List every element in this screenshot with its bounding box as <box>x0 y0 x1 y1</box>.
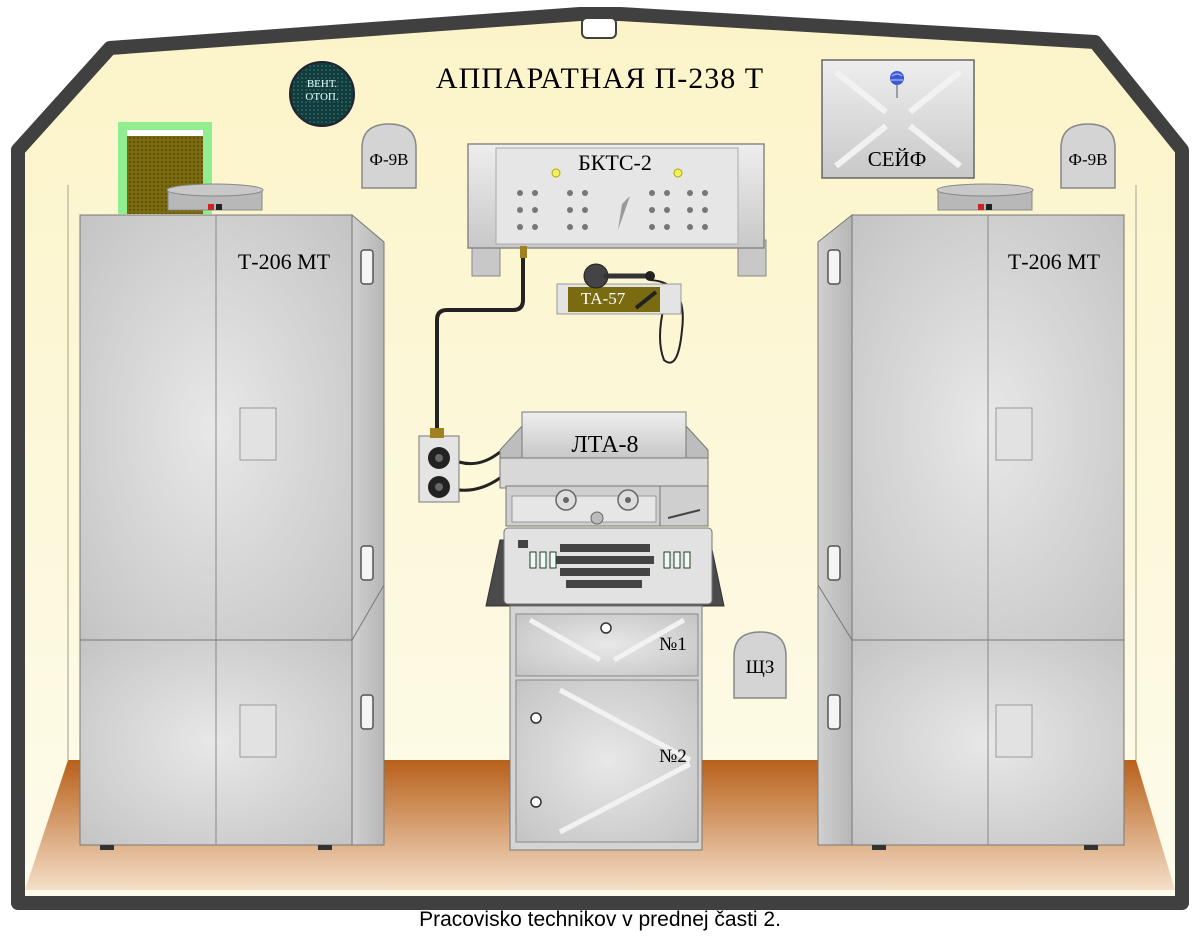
f9v-label-left: Ф-9В <box>369 150 409 169</box>
safe[interactable] <box>821 59 975 179</box>
drawer2-label: №2 <box>659 746 687 767</box>
vent-heating-label: ВЕНТ. ОТОП. <box>288 78 356 104</box>
vent-heating-indicator[interactable] <box>289 61 355 127</box>
image-caption: Pracovisko technikov v prednej časti 2. <box>419 908 781 931</box>
drawer1-label: №1 <box>659 634 687 655</box>
safe-label: СЕЙФ <box>867 147 927 171</box>
f9v-device-right[interactable] <box>1060 123 1116 189</box>
t206-cabinet-left[interactable] <box>79 183 385 850</box>
vent-label-line2: ОТОП. <box>305 91 339 103</box>
bkts2-unit[interactable] <box>467 143 767 277</box>
lta8-teleprinter[interactable] <box>485 411 725 607</box>
shz-panel[interactable] <box>733 631 787 699</box>
f9v-device-left[interactable] <box>361 123 417 189</box>
ta57-telephone[interactable] <box>556 263 682 315</box>
power-socket[interactable] <box>418 428 460 503</box>
bkts2-label: БКТС-2 <box>578 150 652 175</box>
drawer-stand[interactable] <box>509 605 703 851</box>
globe-icon <box>890 71 904 98</box>
t206-label-left: Т-206 МТ <box>237 249 331 274</box>
shz-label: ЩЗ <box>745 657 775 678</box>
vent-label-line1: ВЕНТ. <box>306 78 338 90</box>
handset-icon <box>583 263 655 289</box>
t206-label-right: Т-206 МТ <box>1007 249 1101 274</box>
lta8-label: ЛТА-8 <box>571 432 639 458</box>
f9v-label-right: Ф-9В <box>1068 150 1108 169</box>
t206-cabinet-right[interactable] <box>817 183 1125 850</box>
page-title: АППАРАТНАЯ П-238 Т <box>435 62 765 95</box>
ta57-label: ТА-57 <box>580 289 626 308</box>
